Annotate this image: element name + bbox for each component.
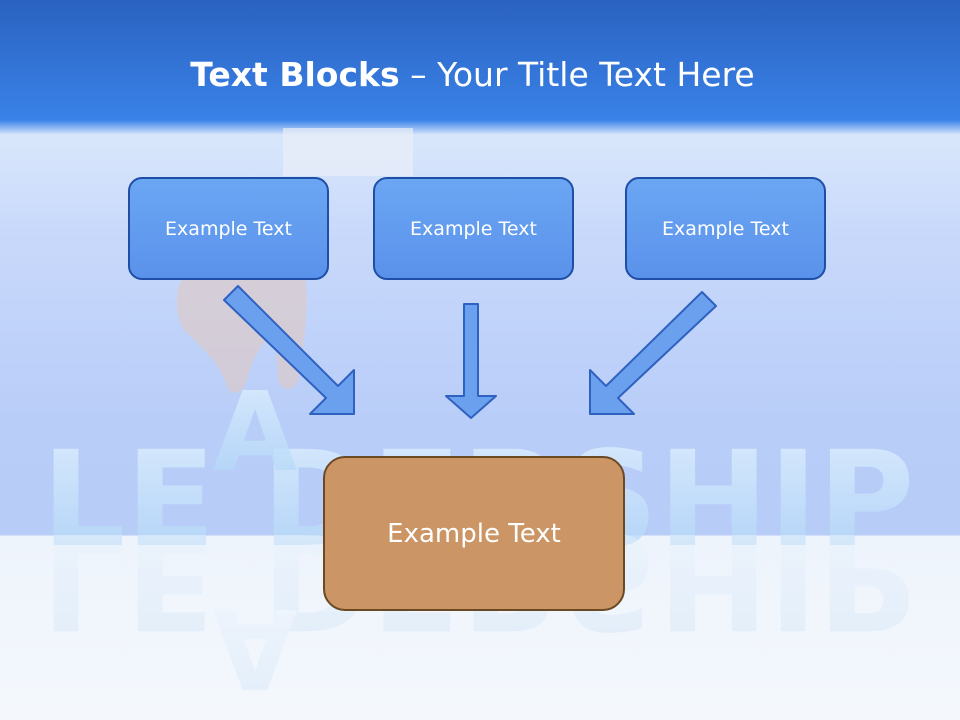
arrow-center-icon — [445, 303, 497, 419]
arrow-right-icon — [589, 291, 717, 415]
slide-title: Text Blocks – Your Title Text Here — [0, 52, 945, 98]
text-block-3-label: Example Text — [662, 217, 789, 240]
title-bold: Text Blocks — [190, 55, 400, 94]
title-rest: – Your Title Text Here — [399, 55, 755, 94]
background-letter-a: A — [212, 368, 297, 496]
text-block-3[interactable]: Example Text — [625, 177, 826, 280]
text-block-2[interactable]: Example Text — [373, 177, 574, 280]
text-block-1[interactable]: Example Text — [128, 177, 329, 280]
text-block-1-label: Example Text — [165, 217, 292, 240]
svg-text:A: A — [212, 584, 297, 712]
center-text-block-label: Example Text — [387, 518, 561, 549]
text-block-2-label: Example Text — [410, 217, 537, 240]
arrow-left-icon — [223, 285, 355, 415]
center-text-block[interactable]: Example Text — [323, 456, 625, 611]
